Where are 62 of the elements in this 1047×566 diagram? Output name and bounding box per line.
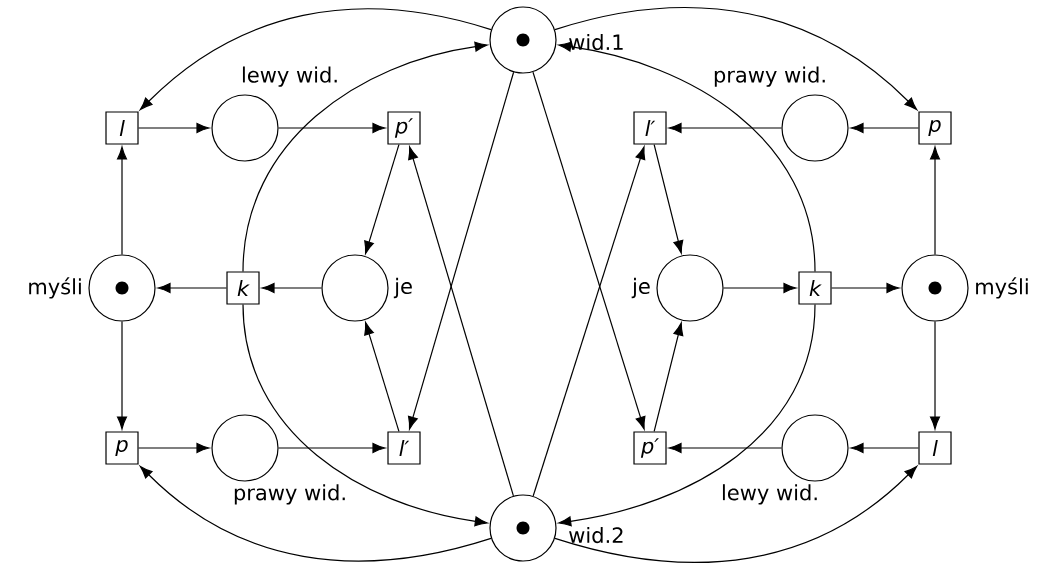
arrow [139,465,492,562]
place-label: lewy wid. [242,66,337,87]
place-label: je [393,277,412,299]
arrow [261,282,322,294]
arrow [929,321,941,430]
place-circle [211,414,279,482]
arrow [138,442,210,454]
arrow [408,146,514,497]
transition-box: p′ [633,431,667,465]
transition-box: l′ [633,111,667,145]
arrow [138,122,210,134]
arrow [653,322,684,432]
arrow [242,304,488,527]
arrow [278,442,386,454]
arrow [364,321,400,432]
place-circle [781,414,849,482]
transition-box: k [798,271,832,305]
arrow [157,282,227,294]
arrow [668,122,782,134]
place-circle [489,6,557,74]
arrow [554,465,918,563]
place-circle [211,94,279,162]
place-label: myśli [976,277,1028,299]
place-circle [781,94,849,162]
arrow [831,282,900,294]
arrow [116,146,128,255]
place-label: lewy wid. [722,484,817,505]
place-circle [321,254,389,322]
transition-box: p [105,431,139,465]
arrow [278,122,386,134]
place-label: wid.2 [569,526,623,544]
arrow [723,282,797,294]
arrow [116,321,128,430]
place-label: je [631,277,650,299]
place-label: prawy wid. [714,66,825,87]
place-circle [901,254,969,322]
arrow [558,41,816,272]
place-label: prawy wid. [234,484,345,505]
arrow [242,41,488,272]
place-circle [88,254,156,322]
place-label: myśli [29,277,81,299]
arrow [653,144,684,254]
transition-box: l [918,431,952,465]
arrow [850,122,919,134]
arrow [407,71,515,430]
arrow [139,8,492,111]
arrow [554,6,918,111]
transition-box: l [105,111,139,145]
place-circle [489,494,557,562]
arrow [929,146,941,255]
arrow [558,304,816,527]
place-label: wid.1 [569,33,623,51]
arrow [364,144,400,255]
arrow [532,146,646,497]
place-circle [656,254,724,322]
transition-box: p′ [387,111,421,145]
arrow [668,442,782,454]
arrow [532,71,646,430]
transition-box: l′ [387,431,421,465]
transition-box: p [918,111,952,145]
arrow [850,442,919,454]
transition-box: k [226,271,260,305]
